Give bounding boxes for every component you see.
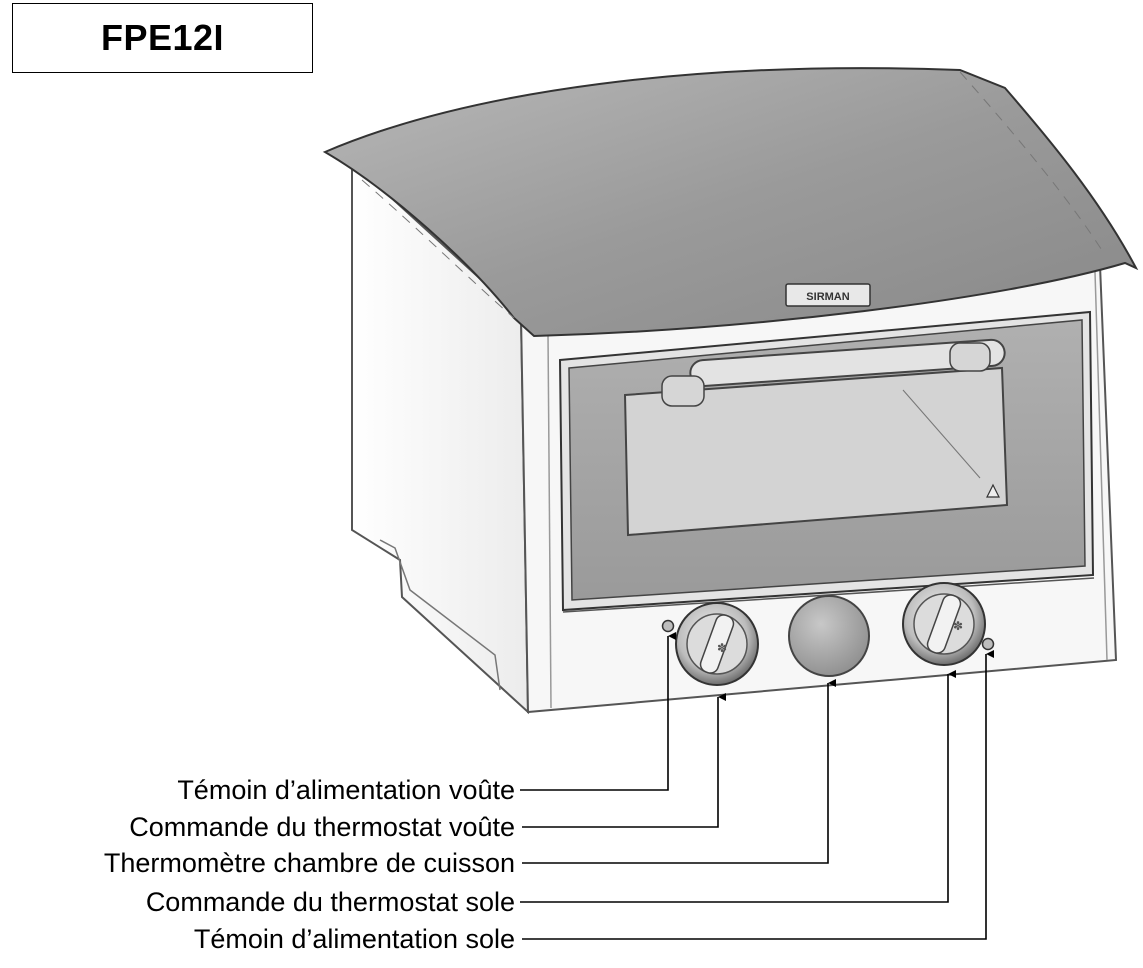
svg-text:✽: ✽: [953, 619, 963, 633]
warning-icon: [986, 483, 1000, 498]
callout-line-2: [522, 693, 726, 828]
oven-left-side-notch: [379, 539, 501, 691]
model-title-box: FPE12I: [12, 3, 313, 73]
callout-line-5: [522, 650, 994, 940]
thermostat-knob-top: ✽: [675, 602, 759, 686]
indicator-light-bottom: [981, 637, 995, 651]
oven-lid: [322, 67, 1139, 338]
oven-window: [623, 366, 1009, 537]
model-title: FPE12I: [100, 17, 225, 58]
brand-badge-text: SIRMAN: [806, 291, 849, 303]
callout-line-3: [522, 679, 836, 864]
svg-text:✽: ✽: [717, 641, 727, 655]
brand-badge: [785, 283, 871, 307]
thermostat-knob-bottom: ✽: [902, 582, 986, 666]
callout-label-top-thermostat: Commande du thermostat voûte: [129, 812, 515, 842]
callout-label-bottom-power-indicator: Témoin d’alimentation sole: [193, 924, 515, 954]
callout-label-top-power-indicator: Témoin d’alimentation voûte: [177, 775, 515, 805]
oven-handle: [689, 338, 1006, 388]
callout-label-thermometer: Thermomètre chambre de cuisson: [103, 848, 515, 878]
cooking-chamber-thermometer: [788, 595, 870, 677]
callout-line-1: [520, 632, 676, 791]
callout-line-4: [520, 670, 956, 903]
indicator-light-top: [661, 619, 675, 633]
callout-label-bottom-thermostat: Commande du thermostat sole: [145, 887, 515, 917]
